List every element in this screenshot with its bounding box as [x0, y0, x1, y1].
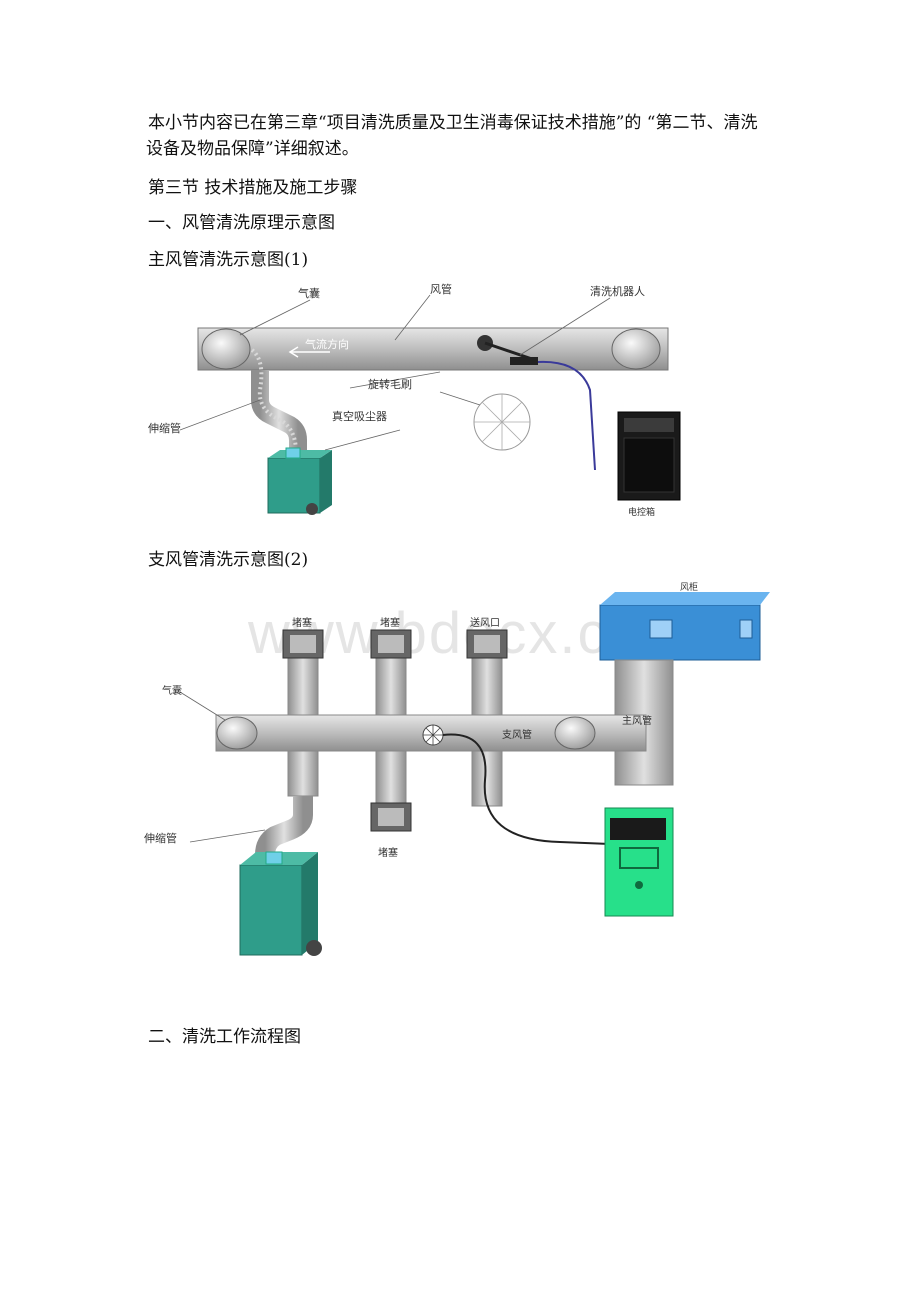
- subsection-title-two: 二、清洗工作流程图: [148, 1027, 301, 1047]
- main-duct-diagram: 气囊 风管 清洗机器人 气流方向 旋转毛刷 伸缩管 真空吸尘器 电控箱: [148, 282, 681, 518]
- label-supply-outlet: 送风口: [470, 616, 500, 629]
- label-brush: 旋转毛刷: [368, 377, 412, 391]
- airbag-left: [201, 328, 251, 370]
- label-airbag: 气囊: [162, 684, 182, 697]
- grille-top-3: [466, 629, 508, 659]
- label-duct: 风管: [430, 282, 452, 296]
- subsection-title-one: 一、风管清洗原理示意图: [148, 213, 335, 233]
- airbag-right: [554, 716, 596, 750]
- label-branch-duct: 支风管: [502, 728, 532, 741]
- label-hose: 伸缩管: [148, 421, 181, 435]
- grille-bottom: [370, 802, 412, 832]
- label-hose: 伸缩管: [144, 831, 177, 845]
- label-airflow: 气流方向: [305, 337, 349, 351]
- air-handling-unit: [599, 604, 761, 661]
- label-seal-1: 堵塞: [292, 616, 312, 629]
- label-vacuum: 真空吸尘器: [332, 409, 387, 423]
- label-ahu: 风柜: [680, 581, 698, 593]
- intro-line-1: 本小节内容已在第三章“项目清洗质量及卫生消毒保证技术措施”的 “第二节、清洗: [148, 113, 758, 133]
- section-title: 第三节 技术措施及施工步骤: [148, 178, 358, 198]
- figure-1-caption: 主风管清洗示意图(1): [148, 250, 309, 270]
- duct-pipe: [197, 327, 669, 371]
- label-airbag: 气囊: [298, 286, 320, 300]
- figure-2-caption: 支风管清洗示意图(2): [148, 550, 309, 570]
- label-robot: 清洗机器人: [590, 284, 645, 298]
- intro-line-2: 设备及物品保障”详细叙述。: [146, 139, 359, 159]
- branch-duct-diagram: 堵塞 堵塞 送风口 风柜 气囊 主风管 支风管 伸缩管 堵塞: [144, 581, 770, 956]
- grille-top-1: [282, 629, 324, 659]
- label-seal-bottom: 堵塞: [378, 846, 398, 859]
- label-main-duct: 主风管: [622, 714, 652, 727]
- vacuum-cleaner: [239, 864, 303, 956]
- grille-top-2: [370, 629, 412, 659]
- label-control-box: 电控箱: [628, 506, 655, 518]
- intro-paragraph: 本小节内容已在第三章“项目清洗质量及卫生消毒保证技术措施”的 “第二节、清洗 设…: [146, 110, 828, 162]
- airbag-left: [216, 716, 258, 750]
- airbag-right: [611, 328, 661, 370]
- label-seal-2: 堵塞: [380, 616, 400, 629]
